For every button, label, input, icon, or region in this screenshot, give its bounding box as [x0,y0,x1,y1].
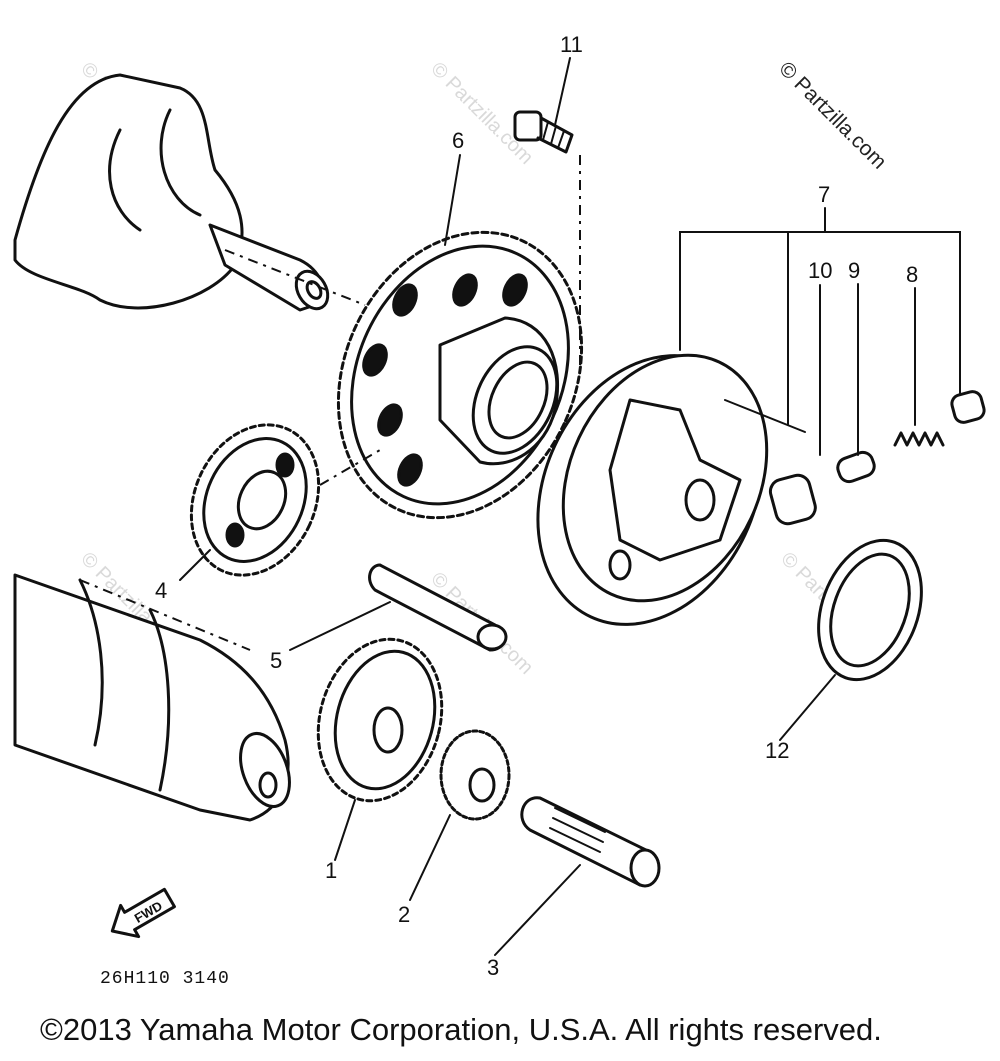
callout-5: 5 [270,648,282,673]
callout-4: 4 [155,578,167,603]
callout-1: 1 [325,858,337,883]
gear-1-drawing [316,637,444,803]
callout-8: 8 [906,262,918,287]
callout-2: 2 [398,902,410,927]
callout-3: 3 [487,955,499,980]
starter-motor-drawing [13,573,291,822]
callout-9: 9 [848,258,860,283]
callout-10: 10 [808,258,832,283]
diagram-code: 26H110 3140 [100,969,230,989]
callout-7: 7 [818,182,830,207]
roller-parts-drawing [724,390,986,526]
gear-2-drawing [439,729,511,821]
pin-5-drawing [368,563,508,652]
bolt-11-drawing [513,110,574,154]
seal-ring-12-drawing [817,538,923,682]
clutch-housing-drawing [536,353,769,626]
forward-arrow: FWD [110,887,176,939]
gear-6-drawing [336,230,584,520]
callout-6: 6 [452,128,464,153]
callout-12: 12 [765,738,789,763]
shaft-3-drawing [520,796,661,888]
callouts: 11 6 7 10 9 8 4 5 12 1 2 3 [155,32,918,980]
callout-11: 11 [560,32,583,57]
copyright-footer: ©2013 Yamaha Motor Corporation, U.S.A. A… [40,1012,882,1047]
watermark-corner: © Partzilla.com [774,57,890,173]
gear-4-drawing [189,423,321,577]
leader-lines [179,57,961,956]
crankshaft-drawing [13,73,330,312]
arrow-left-icon [110,887,176,939]
centerlines [79,155,581,651]
